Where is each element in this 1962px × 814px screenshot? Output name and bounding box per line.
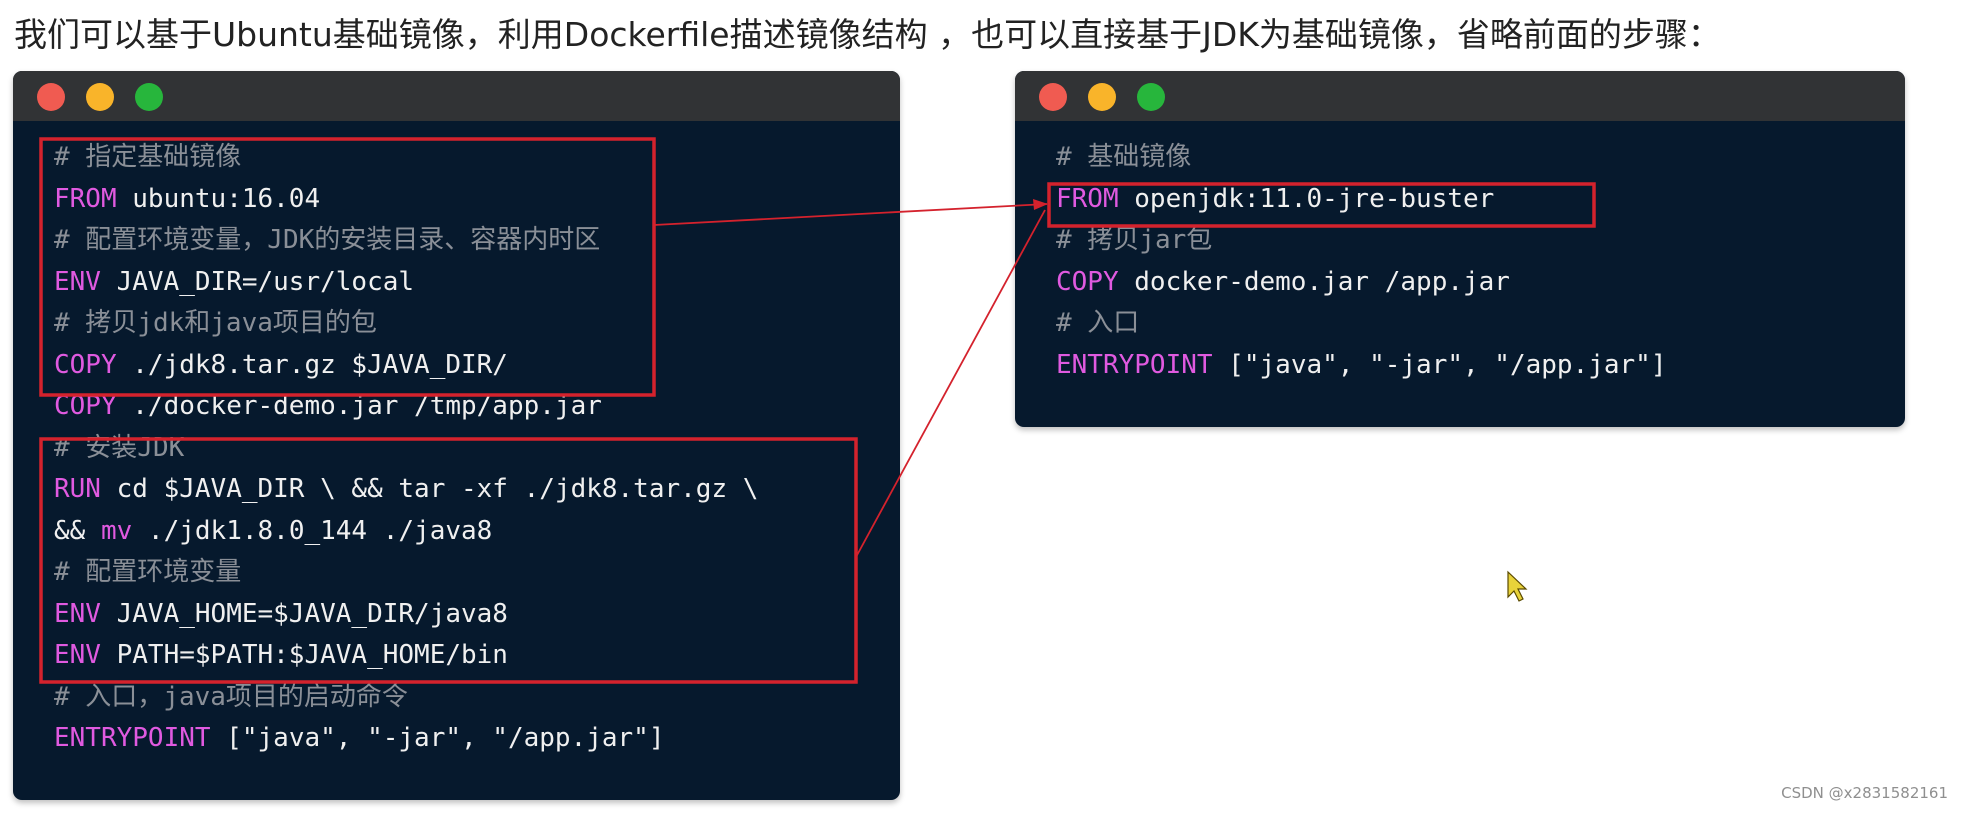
highlight-box-openjdk-from — [1047, 182, 1596, 228]
code-keyword: ENV — [54, 640, 101, 670]
code-line: # 入口，java项目的启动命令 — [54, 677, 758, 719]
code-line: # 拷贝jar包 — [1056, 220, 1667, 262]
code-comment: # 配置环境变量，JDK的安装目录、容器内时区 — [54, 225, 601, 255]
close-dot-icon[interactable] — [37, 83, 65, 111]
code-line: RUN cd $JAVA_DIR \ && tar -xf ./jdk8.tar… — [54, 469, 758, 511]
code-line: ENTRYPOINT ["java", "-jar", "/app.jar"] — [54, 718, 758, 760]
code-line: ENV JAVA_HOME=$JAVA_DIR/java8 — [54, 594, 758, 636]
csdn-watermark: CSDN @x2831582161 — [1781, 784, 1948, 802]
code-block: # 基础镜像 FROM openjdk:11.0-jre-buster # 拷贝ja… — [1056, 137, 1667, 386]
code-line: FROM openjdk:11.0-jre-buster — [1056, 179, 1667, 221]
code-line: ENV PATH=$PATH:$JAVA_HOME/bin — [54, 635, 758, 677]
highlight-box-base-setup — [39, 137, 656, 397]
code-comment: # 指定基础镜像 — [54, 142, 242, 172]
mouse-cursor-icon — [1507, 570, 1528, 602]
maximize-dot-icon[interactable] — [1137, 83, 1165, 111]
code-line: # 指定基础镜像 — [54, 137, 758, 179]
dockerfile-openjdk-window: # 基础镜像 FROM openjdk:11.0-jre-buster # 拷贝ja… — [1015, 71, 1905, 427]
arrowhead-icon — [1033, 199, 1048, 210]
code-text: JAVA_HOME=$JAVA_DIR/java8 — [100, 598, 508, 629]
maximize-dot-icon[interactable] — [135, 83, 163, 111]
code-text: ./jdk8.tar.gz $JAVA_DIR/ — [116, 349, 508, 380]
code-keyword: COPY — [54, 349, 117, 380]
arrow-line-bottom — [855, 209, 1046, 558]
code-line: ENV JAVA_DIR=/usr/local — [54, 262, 758, 304]
code-text: && — [54, 515, 101, 546]
code-comment: # 配置环境变量 — [54, 557, 242, 587]
highlight-box-jdk-install — [39, 437, 858, 684]
close-dot-icon[interactable] — [1039, 83, 1067, 111]
code-keyword: FROM — [1056, 183, 1119, 214]
code-keyword: mv — [100, 515, 133, 546]
code-keyword: RUN — [54, 474, 101, 504]
code-comment: # 拷贝jdk和java项目的包 — [54, 308, 377, 338]
window-titlebar — [1015, 71, 1905, 121]
code-line: # 入口 — [1056, 303, 1667, 345]
code-line: FROM ubuntu:16.04 — [54, 179, 758, 221]
code-line: && mv ./jdk1.8.0_144 ./java8 — [54, 511, 758, 553]
code-text: openjdk:11.0-jre-buster — [1118, 183, 1495, 214]
code-comment: # 入口 — [1056, 308, 1140, 338]
code-text: PATH=$PATH:$JAVA_HOME/bin — [100, 640, 508, 670]
code-comment: # 入口，java项目的启动命令 — [54, 681, 408, 712]
code-keyword: FROM — [54, 183, 117, 214]
code-text: ["java", "-jar", "/app.jar"] — [1212, 349, 1667, 380]
code-comment: # 基础镜像 — [1056, 142, 1192, 172]
minimize-dot-icon[interactable] — [1088, 83, 1116, 111]
code-keyword: ENTRYPOINT — [54, 723, 211, 753]
code-text: docker-demo.jar /app.jar — [1118, 266, 1510, 297]
code-comment: # 拷贝jar包 — [1056, 225, 1213, 255]
code-line: COPY docker-demo.jar /app.jar — [1056, 262, 1667, 304]
code-line: ENTRYPOINT ["java", "-jar", "/app.jar"] — [1056, 345, 1667, 387]
code-line: # 拷贝jdk和java项目的包 — [54, 303, 758, 345]
code-keyword: ENV — [54, 266, 101, 297]
code-text: JAVA_DIR=/usr/local — [100, 266, 415, 297]
window-titlebar — [13, 71, 900, 121]
code-text: cd $JAVA_DIR \ && tar -xf ./jdk8.tar.gz … — [100, 474, 759, 504]
code-keyword: ENV — [54, 598, 101, 629]
code-line: # 基础镜像 — [1056, 137, 1667, 179]
code-line: # 配置环境变量，JDK的安装目录、容器内时区 — [54, 220, 758, 262]
code-text: ["java", "-jar", "/app.jar"] — [210, 723, 665, 753]
minimize-dot-icon[interactable] — [86, 83, 114, 111]
code-keyword: ENTRYPOINT — [1056, 349, 1213, 380]
page-heading: 我们可以基于Ubuntu基础镜像，利用Dockerfile描述镜像结构 ，也可以… — [14, 15, 1721, 54]
code-line: # 配置环境变量 — [54, 552, 758, 594]
dockerfile-ubuntu-window: # 指定基础镜像 FROM ubuntu:16.04 # 配置环境变量，JDK的安装… — [13, 71, 900, 800]
arrow-line-top — [653, 203, 1048, 226]
code-line: COPY ./jdk8.tar.gz $JAVA_DIR/ — [54, 345, 758, 387]
code-text: ./jdk1.8.0_144 ./java8 — [132, 515, 493, 546]
code-keyword: COPY — [1056, 266, 1119, 297]
code-text: ubuntu:16.04 — [116, 183, 321, 214]
